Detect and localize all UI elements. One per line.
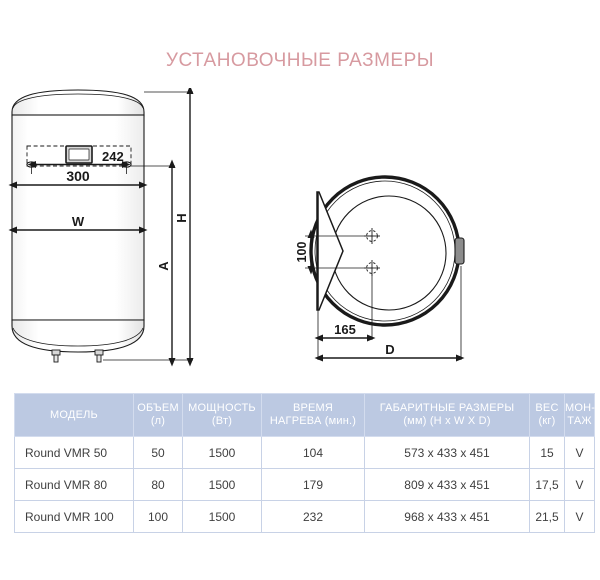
bracket-rail-outline — [26, 145, 132, 167]
column-header-heating-time: ВРЕМЯ НАГРЕВА (мин.) — [261, 393, 365, 437]
column-header-mounting-line2: ТАЖ — [567, 415, 592, 427]
column-header-weight-line1: ВЕС — [535, 402, 559, 415]
dim-label-h: H — [174, 213, 189, 222]
column-header-model: МОДЕЛЬ — [14, 393, 134, 437]
column-header-weight-line2: (кг) — [538, 415, 556, 427]
technical-drawing: 242 300 W H A — [0, 88, 600, 378]
column-header-power-line1: МОЩНОСТЬ — [188, 402, 256, 415]
table-body: Round VMR 50 50 1500 104 573 x 433 x 451… — [14, 436, 595, 533]
cell-weight: 21,5 — [529, 500, 565, 533]
cell-volume: 100 — [133, 500, 183, 533]
table-row: Round VMR 50 50 1500 104 573 x 433 x 451… — [14, 436, 595, 469]
front-view-group: 242 300 W H A — [8, 88, 194, 367]
column-header-power-line2: (Вт) — [211, 415, 233, 427]
heater-top-cap — [11, 89, 145, 117]
table-row: Round VMR 80 80 1500 179 809 x 433 x 451… — [14, 468, 595, 501]
table-header: МОДЕЛЬ ОБЪЕМ (л) МОЩНОСТЬ (Вт) ВРЕМЯ НАГ… — [14, 393, 596, 437]
heater-top-cap-seam — [12, 93, 144, 109]
column-header-mounting-line1: МОН- — [565, 402, 596, 415]
wall-bracket-plate-inner — [68, 148, 90, 161]
heater-bottom-seam — [12, 327, 144, 347]
cell-volume: 50 — [133, 436, 183, 469]
cell-model: Round VMR 50 — [14, 436, 134, 469]
page-title: УСТАНОВОЧНЫЕ РАЗМЕРЫ — [165, 50, 435, 71]
side-view-group: 100 165 D — [295, 175, 465, 362]
cell-model: Round VMR 100 — [14, 500, 134, 533]
cell-weight: 17,5 — [529, 468, 565, 501]
cell-heating-time: 232 — [261, 500, 365, 533]
column-header-volume: ОБЪЕМ (л) — [133, 393, 183, 437]
column-header-dimensions-line1: ГАБАРИТНЫЕ РАЗМЕРЫ — [379, 402, 515, 415]
cell-mounting: V — [564, 468, 595, 501]
inlet-pipe — [51, 349, 61, 363]
column-header-volume-line2: (л) — [150, 415, 166, 427]
side-control-tab — [454, 237, 465, 265]
cell-dimensions: 573 x 433 x 451 — [364, 436, 530, 469]
drawing-canvas: 242 300 W H A — [8, 88, 465, 367]
cell-dimensions: 968 x 433 x 451 — [364, 500, 530, 533]
dim-label-165: 165 — [334, 322, 356, 337]
cell-mounting: V — [564, 436, 595, 469]
cell-heating-time: 179 — [261, 468, 365, 501]
column-header-dimensions: ГАБАРИТНЫЕ РАЗМЕРЫ (мм) (H x W X D) — [364, 393, 530, 437]
specifications-table: МОДЕЛЬ ОБЪЕМ (л) МОЩНОСТЬ (Вт) ВРЕМЯ НАГ… — [14, 393, 595, 533]
cell-power: 1500 — [182, 436, 262, 469]
dim-label-a: A — [156, 261, 171, 271]
column-header-volume-line1: ОБЪЕМ — [137, 402, 179, 415]
specifications-table-container: МОДЕЛЬ ОБЪЕМ (л) МОЩНОСТЬ (Вт) ВРЕМЯ НАГ… — [14, 393, 595, 533]
outlet-pipe — [94, 349, 104, 363]
dim-label-w: W — [72, 214, 85, 229]
cell-mounting: V — [564, 500, 595, 533]
column-header-power: МОЩНОСТЬ (Вт) — [182, 393, 262, 437]
column-header-dimensions-line2: (мм) (H x W X D) — [403, 415, 491, 427]
cell-weight: 15 — [529, 436, 565, 469]
cell-model: Round VMR 80 — [14, 468, 134, 501]
table-header-row: МОДЕЛЬ ОБЪЕМ (л) МОЩНОСТЬ (Вт) ВРЕМЯ НАГ… — [14, 393, 596, 437]
dim-label-242: 242 — [102, 149, 124, 164]
dim-label-100: 100 — [295, 242, 309, 263]
column-header-mounting: МОН- ТАЖ — [564, 393, 596, 437]
cell-volume: 80 — [133, 468, 183, 501]
cell-power: 1500 — [182, 500, 262, 533]
heater-bottom-cap — [11, 319, 145, 353]
cell-dimensions: 809 x 433 x 451 — [364, 468, 530, 501]
dim-label-300: 300 — [66, 168, 90, 184]
column-header-heating-time-line2: НАГРЕВА (мин.) — [269, 415, 357, 427]
cell-heating-time: 104 — [261, 436, 365, 469]
column-header-weight: ВЕС (кг) — [529, 393, 565, 437]
dim-label-d: D — [385, 342, 394, 357]
column-header-model-line1: МОДЕЛЬ — [50, 408, 98, 421]
table-row: Round VMR 100 100 1500 232 968 x 433 x 4… — [14, 500, 595, 533]
column-header-heating-time-line1: ВРЕМЯ — [292, 402, 334, 415]
cell-power: 1500 — [182, 468, 262, 501]
